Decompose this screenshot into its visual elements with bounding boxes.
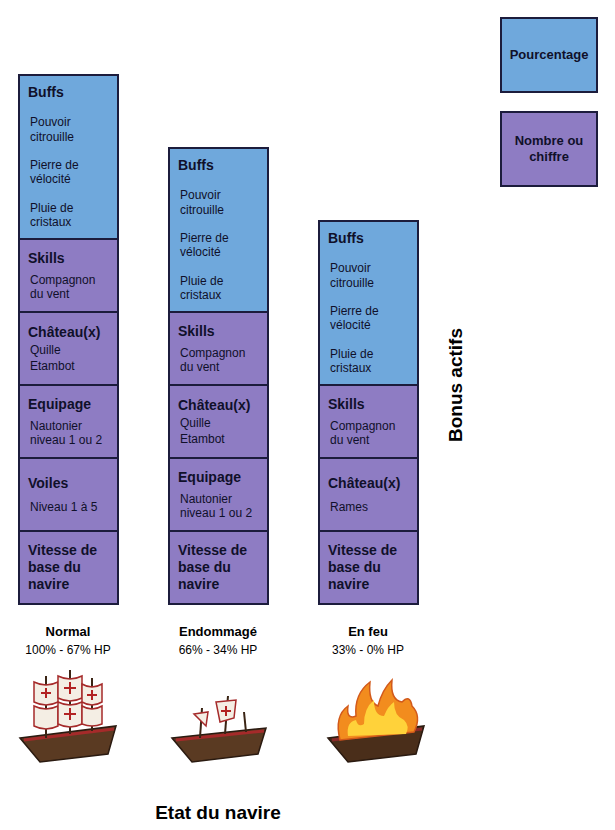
bonus-item: Pluie de cristaux bbox=[178, 274, 262, 303]
bonus-item: Etambot bbox=[178, 432, 262, 446]
hp-range: 66% - 34% HP bbox=[179, 643, 258, 657]
box-heading: Buffs bbox=[178, 157, 262, 174]
number-bonus-box: VoilesNiveau 1 à 5 bbox=[18, 457, 119, 532]
number-bonus-box: Vitesse de base du navire bbox=[318, 530, 419, 605]
state-name: Normal bbox=[46, 624, 91, 639]
number-bonus-box: EquipageNautonier niveau 1 ou 2 bbox=[18, 384, 119, 459]
box-heading: Château(x) bbox=[178, 397, 262, 414]
ship-normal bbox=[20, 670, 116, 762]
box-heading: Skills bbox=[328, 396, 412, 413]
box-heading: Vitesse de base du navire bbox=[328, 542, 412, 592]
number-bonus-box: EquipageNautonier niveau 1 ou 2 bbox=[168, 457, 269, 532]
box-heading: Buffs bbox=[328, 230, 412, 247]
percentage-bonus-box: BuffsPouvoir citrouillePierre de vélocit… bbox=[318, 220, 419, 386]
bonus-item: Pluie de cristaux bbox=[328, 347, 412, 376]
bonus-item: Nautonier niveau 1 ou 2 bbox=[28, 419, 112, 448]
sail-cross bbox=[221, 706, 231, 716]
box-heading: Equipage bbox=[28, 396, 112, 413]
bonus-item: Rames bbox=[328, 500, 412, 514]
torn-sail bbox=[216, 700, 236, 722]
legend-swatch: Nombre ou chiffre bbox=[500, 111, 598, 187]
bonus-item: Pierre de vélocité bbox=[178, 231, 262, 260]
flames bbox=[338, 680, 417, 740]
bonus-item: Compagnon du vent bbox=[28, 273, 112, 302]
number-bonus-box: SkillsCompagnon du vent bbox=[18, 238, 119, 313]
box-heading: Château(x) bbox=[28, 324, 112, 341]
bonus-item: Pouvoir citrouille bbox=[178, 188, 262, 217]
box-heading: Buffs bbox=[28, 84, 112, 101]
hull-stripe bbox=[176, 731, 264, 740]
number-bonus-box: SkillsCompagnon du vent bbox=[318, 384, 419, 459]
hull bbox=[20, 726, 116, 762]
sail-crosses bbox=[41, 682, 97, 720]
box-heading: Voiles bbox=[28, 475, 112, 492]
hull bbox=[172, 728, 266, 762]
legend-swatch: Pourcentage bbox=[500, 17, 598, 93]
number-bonus-box: Château(x) Rames bbox=[318, 457, 419, 532]
number-bonus-box: SkillsCompagnon du vent bbox=[168, 311, 269, 386]
bonus-item: Pluie de cristaux bbox=[28, 201, 112, 230]
number-bonus-box: Vitesse de base du navire bbox=[168, 530, 269, 605]
bonus-item: Quille bbox=[178, 416, 262, 430]
bonus-item: Pouvoir citrouille bbox=[328, 261, 412, 290]
bonus-item: Pierre de vélocité bbox=[328, 304, 412, 333]
state-name: Endommagé bbox=[179, 624, 257, 639]
legend-text: Pourcentage bbox=[510, 47, 589, 63]
hp-range: 33% - 0% HP bbox=[332, 643, 404, 657]
bonus-item: Compagnon du vent bbox=[328, 419, 412, 448]
number-bonus-box: Château(x) QuilleEtambot bbox=[168, 384, 269, 459]
side-label: Bonus actifs bbox=[445, 328, 467, 442]
number-bonus-box: Château(x) QuilleEtambot bbox=[18, 311, 119, 386]
percentage-bonus-box: BuffsPouvoir citrouillePierre de vélocit… bbox=[168, 147, 269, 313]
box-heading: Château(x) bbox=[328, 475, 412, 492]
number-bonus-box: Vitesse de base du navire bbox=[18, 530, 119, 605]
box-heading: Vitesse de base du navire bbox=[178, 542, 262, 592]
legend-text: Nombre ou chiffre bbox=[506, 133, 592, 164]
footer-label: Etat du navire bbox=[155, 802, 281, 824]
bonus-item: Quille bbox=[28, 343, 112, 357]
state-name: En feu bbox=[348, 624, 388, 639]
bonus-item: Pouvoir citrouille bbox=[28, 115, 112, 144]
box-heading: Skills bbox=[178, 323, 262, 340]
hp-range: 100% - 67% HP bbox=[25, 643, 110, 657]
percentage-bonus-box: BuffsPouvoir citrouillePierre de vélocit… bbox=[18, 74, 119, 240]
broken-mast bbox=[244, 712, 246, 732]
bonus-item: Niveau 1 à 5 bbox=[28, 500, 112, 514]
box-heading: Vitesse de base du navire bbox=[28, 542, 112, 592]
flames-inner bbox=[348, 700, 408, 736]
torn-sail bbox=[194, 712, 208, 726]
bonus-item: Nautonier niveau 1 ou 2 bbox=[178, 492, 262, 521]
bonus-item: Compagnon du vent bbox=[178, 346, 262, 375]
bonus-item: Pierre de vélocité bbox=[28, 158, 112, 187]
bonus-item: Etambot bbox=[28, 359, 112, 373]
box-heading: Equipage bbox=[178, 469, 262, 486]
ship-damaged bbox=[172, 696, 266, 762]
ship-on-fire bbox=[328, 680, 424, 762]
box-heading: Skills bbox=[28, 250, 112, 267]
